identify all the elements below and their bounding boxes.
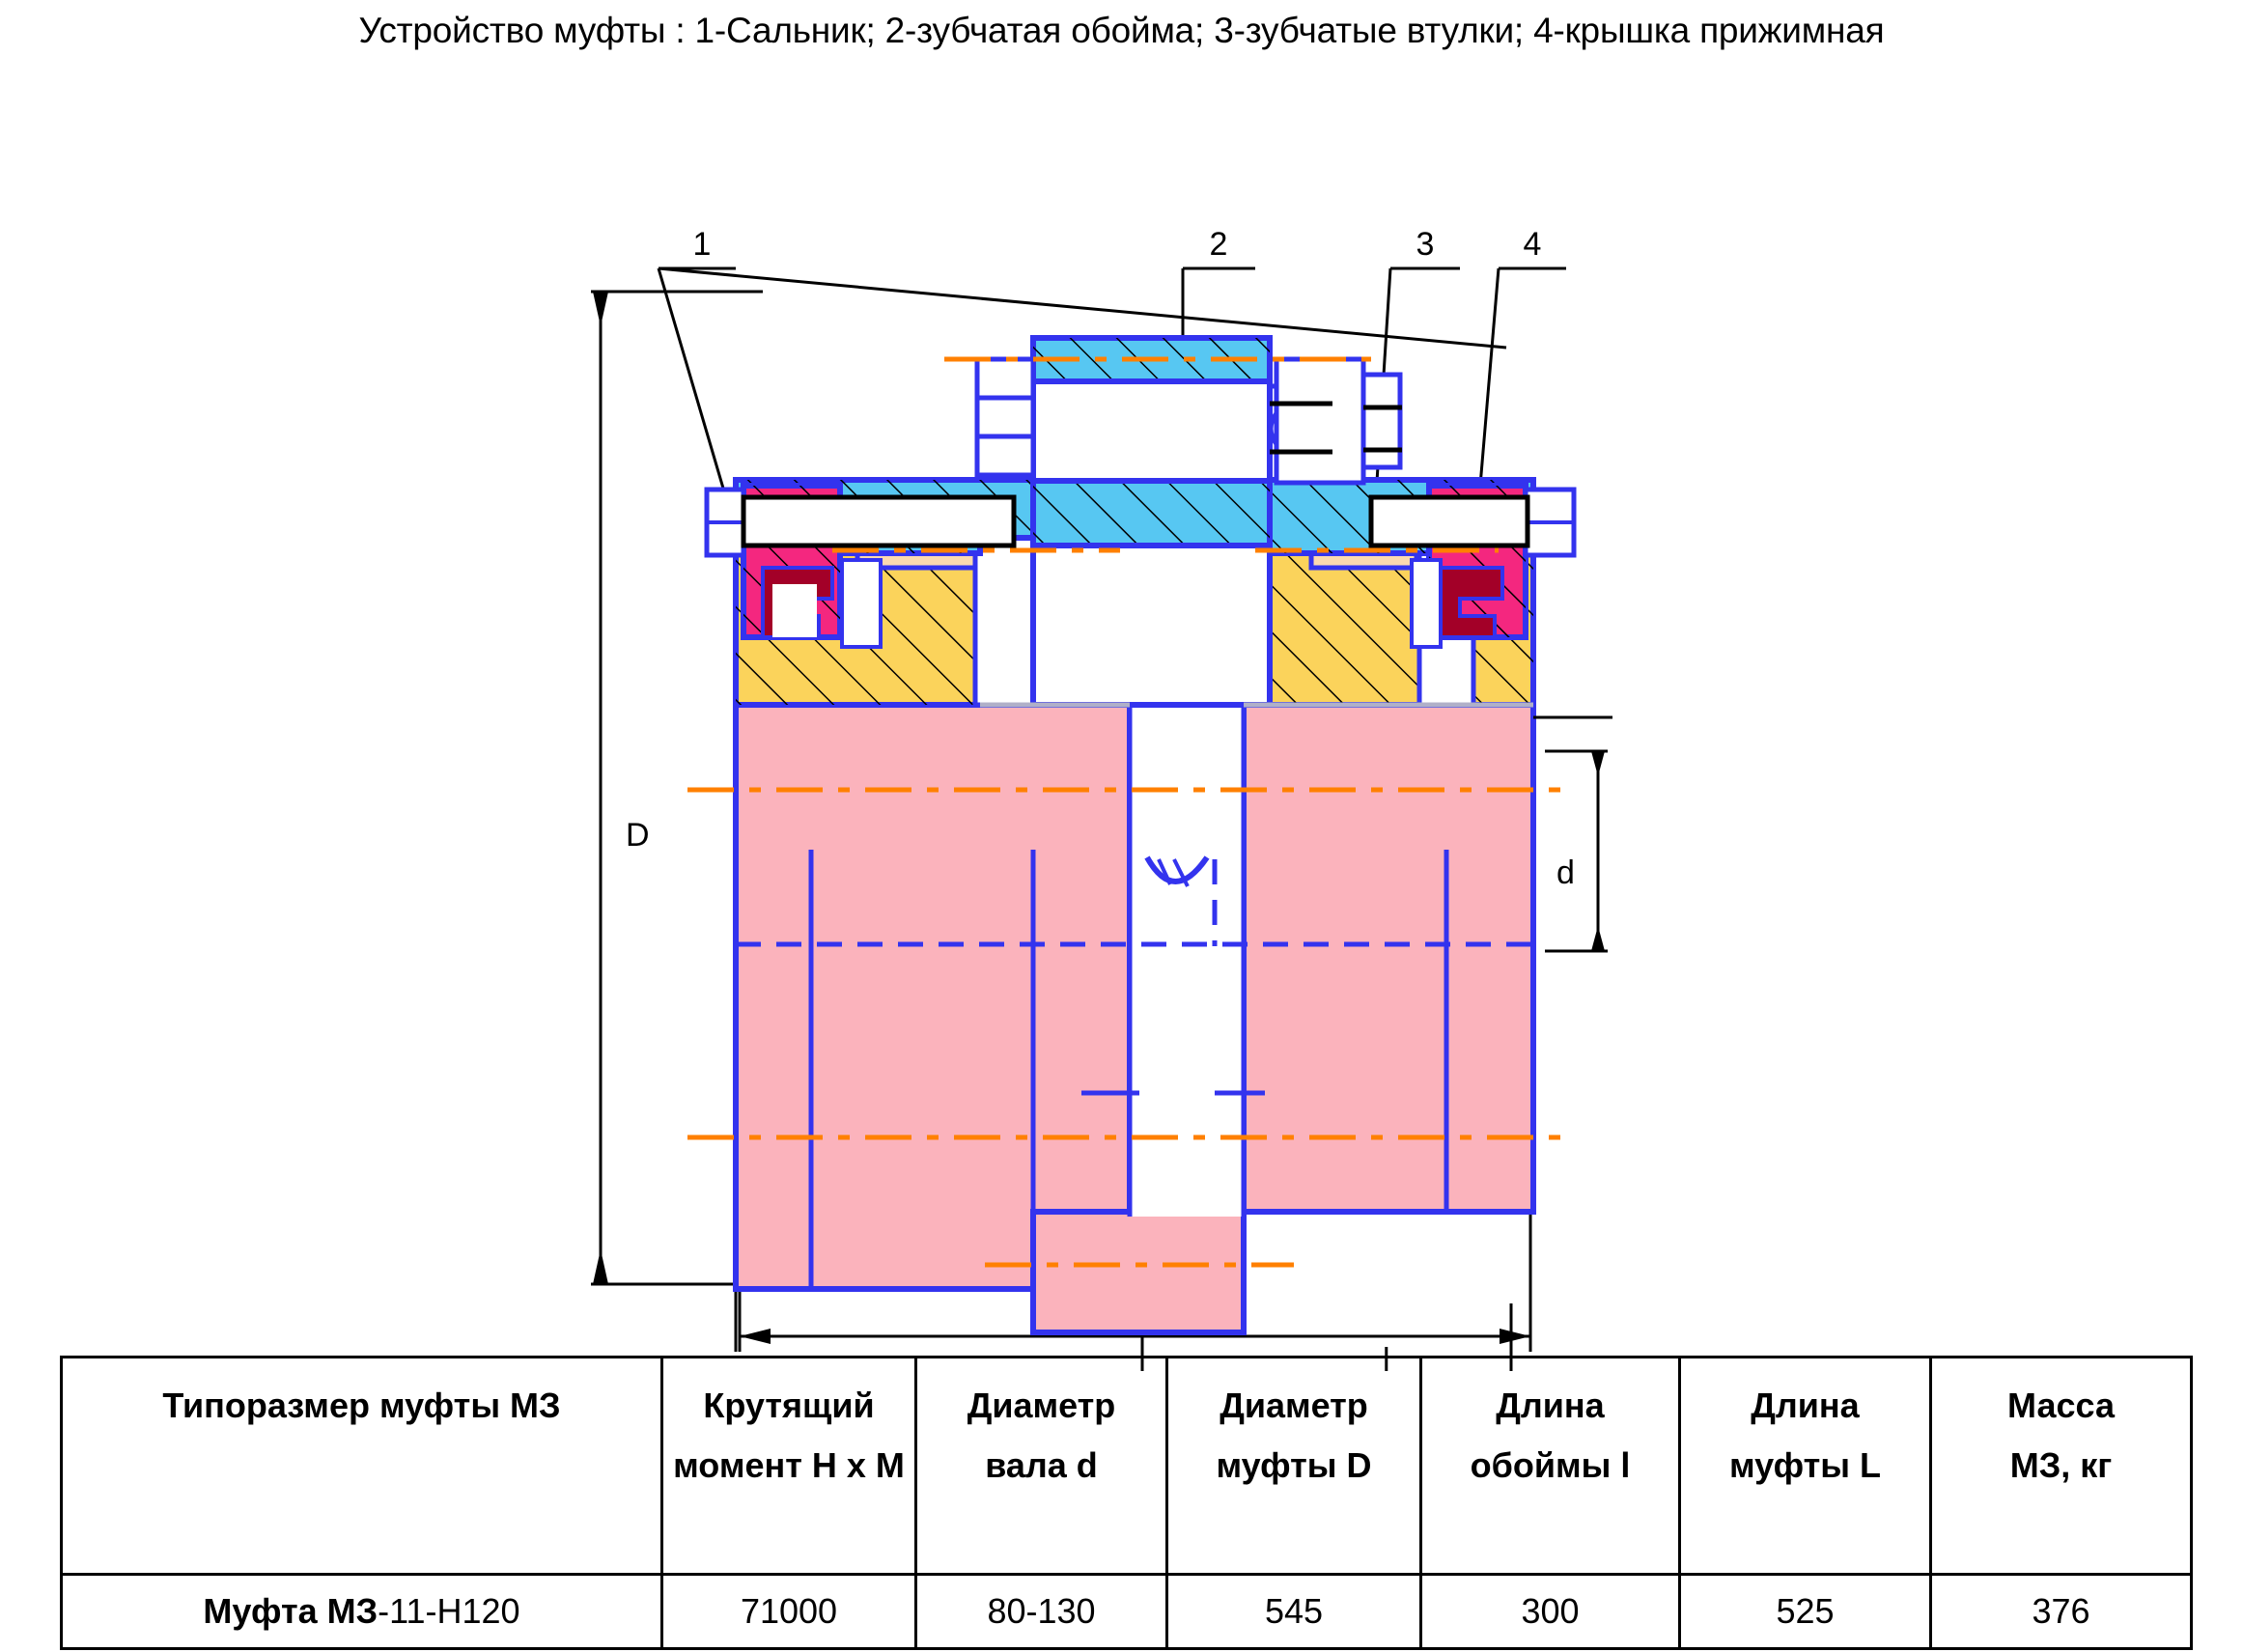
column-header-shaft-diameter-line1: Диаметр xyxy=(967,1386,1116,1425)
callout-number-3: 3 xyxy=(1416,226,1435,263)
cell-model-rest: -11-Н120 xyxy=(378,1591,520,1631)
dimension-L-arrowheads xyxy=(740,1329,1530,1344)
cell-coupling-length: 525 xyxy=(1678,1573,1932,1650)
column-header-model: Типоразмер муфты МЗ xyxy=(60,1356,663,1576)
cell-shaft-diameter: 80-130 xyxy=(914,1573,1168,1650)
table-header-row: Типоразмер муфты МЗ Крутящий момент Н х … xyxy=(60,1356,2193,1576)
specification-table: Типоразмер муфты МЗ Крутящий момент Н х … xyxy=(60,1356,2193,1650)
column-header-coupling-diameter-line1: Диаметр xyxy=(1220,1386,1368,1425)
top-fastener-thread-marks xyxy=(1270,401,1402,455)
dimension-d-group xyxy=(1545,749,1608,953)
extension-lines xyxy=(734,715,1612,1352)
bolt-right xyxy=(1368,487,1577,558)
column-header-model-line1: Типоразмер муфты МЗ xyxy=(162,1386,561,1425)
column-header-torque-line1: Крутящий xyxy=(703,1386,875,1425)
column-header-coupling-diameter: Диаметр муфты D xyxy=(1165,1356,1422,1576)
top-fastener-left-flange xyxy=(974,356,1036,478)
cell-mass: 376 xyxy=(1929,1573,2193,1650)
cell-coupling-diameter: 545 xyxy=(1165,1573,1422,1650)
table-body: Муфта МЗ-11-Н120 71000 80-130 545 300 52… xyxy=(60,1573,2193,1650)
column-header-torque-line2: момент Н х М xyxy=(673,1445,905,1485)
column-header-coupling-length-line2: муфты L xyxy=(1728,1445,1882,1485)
seal-left-white-groove xyxy=(772,558,883,649)
table-header: Типоразмер муфты МЗ Крутящий момент Н х … xyxy=(60,1356,2193,1576)
cell-sleeve-length: 300 xyxy=(1419,1573,1681,1650)
cell-model: Муфта МЗ-11-Н120 xyxy=(60,1573,663,1650)
seal-right-white-groove xyxy=(1410,558,1443,649)
fastener-break-symbol xyxy=(1268,411,1279,446)
hub-body-left xyxy=(733,702,1133,1292)
column-header-shaft-diameter: Диаметр вала d xyxy=(914,1356,1168,1576)
hub-body-right xyxy=(1241,702,1536,1289)
keyway-hatch xyxy=(1157,858,1190,887)
column-header-torque: Крутящий момент Н х М xyxy=(660,1356,917,1576)
seal-right-darkred-lip xyxy=(1439,566,1504,639)
callout-number-2: 2 xyxy=(1210,226,1228,263)
keyway-arc xyxy=(1144,855,1210,884)
page-title-bar: Устройство муфты : 1-Сальник; 2-зубчатая… xyxy=(0,10,2243,52)
column-header-sleeve-length-line1: Длина xyxy=(1496,1386,1605,1425)
top-fastener-right-nut xyxy=(1270,356,1403,486)
dimension-D-arrowheads xyxy=(593,292,608,1284)
neck-bore xyxy=(1030,378,1273,484)
page-title: Устройство муфты : 1-Сальник; 2-зубчатая… xyxy=(358,11,1885,50)
coupling-section-view: 1 2 3 4 D xyxy=(591,226,1612,1371)
dimension-label-d: d xyxy=(1556,854,1575,891)
column-header-coupling-length-line1: Длина xyxy=(1751,1386,1860,1425)
dimension-label-D: D xyxy=(626,817,650,854)
sleeve-center-bore xyxy=(1030,543,1273,708)
dimension-d-arrowheads xyxy=(1591,751,1605,951)
cell-model-bold: Муфта МЗ xyxy=(203,1591,379,1631)
shaft-stub xyxy=(1030,1209,1247,1335)
cell-torque: 71000 xyxy=(660,1573,917,1650)
coupling-assembly-drawing: 1 2 3 4 D xyxy=(0,58,2243,1371)
keyway-hidden-lines xyxy=(736,859,1533,947)
column-header-coupling-length: Длина муфты L xyxy=(1678,1356,1932,1576)
column-header-mass-line2: МЗ, кг xyxy=(2009,1445,2113,1485)
column-header-mass-line1: Масса xyxy=(2007,1386,2115,1425)
column-header-sleeve-length: Длина обоймы l xyxy=(1419,1356,1681,1576)
column-header-coupling-diameter-line2: муфты D xyxy=(1216,1445,1372,1485)
specification-table-container: Типоразмер муфты МЗ Крутящий момент Н х … xyxy=(60,1356,2193,1650)
bolt-left xyxy=(704,487,1017,558)
column-header-sleeve-length-line2: обоймы l xyxy=(1470,1445,1631,1485)
column-header-mass: Масса МЗ, кг xyxy=(1929,1356,2193,1576)
table-row: Муфта МЗ-11-Н120 71000 80-130 545 300 52… xyxy=(60,1573,2193,1650)
callout-number-4: 4 xyxy=(1524,226,1542,263)
column-header-shaft-diameter-line2: вала d xyxy=(985,1445,1098,1485)
callout-number-1: 1 xyxy=(693,226,712,263)
centerlines-orange xyxy=(687,356,1564,1268)
